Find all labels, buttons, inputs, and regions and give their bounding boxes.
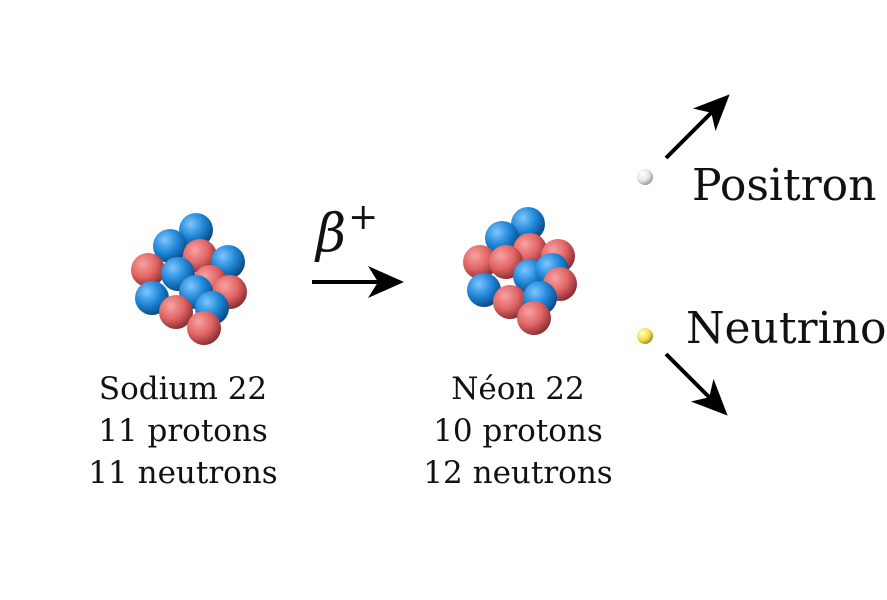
neutrino-particle bbox=[637, 328, 653, 344]
sodium-22-caption: Sodium 22 11 protons 11 neutrons bbox=[53, 368, 313, 494]
neon-22-nucleus bbox=[463, 207, 577, 335]
neutrino-label: Neutrino bbox=[686, 303, 887, 354]
neutron-sphere bbox=[511, 207, 545, 241]
sodium-22-nucleus bbox=[131, 213, 247, 345]
daughter-protons: 10 protons bbox=[433, 413, 603, 449]
proton-sphere bbox=[187, 311, 221, 345]
positron-particle bbox=[637, 169, 653, 185]
neutron-sphere bbox=[179, 213, 213, 247]
parent-name: Sodium 22 bbox=[98, 371, 268, 407]
beta-charge: + bbox=[348, 197, 379, 238]
proton-sphere bbox=[131, 253, 165, 287]
proton-sphere bbox=[493, 285, 527, 319]
positron-label: Positron bbox=[692, 160, 877, 211]
beta-plus-symbol: β+ bbox=[316, 197, 379, 261]
proton-sphere bbox=[463, 245, 497, 279]
daughter-neutrons: 12 neutrons bbox=[423, 455, 613, 491]
proton-sphere bbox=[159, 295, 193, 329]
neon-22-caption: Néon 22 10 protons 12 neutrons bbox=[388, 368, 648, 494]
proton-sphere bbox=[517, 301, 551, 335]
parent-neutrons: 11 neutrons bbox=[88, 455, 278, 491]
daughter-name: Néon 22 bbox=[451, 371, 585, 407]
neutron-sphere bbox=[153, 229, 187, 263]
neutrino-arrow bbox=[664, 352, 728, 416]
parent-protons: 11 protons bbox=[98, 413, 268, 449]
neutron-sphere bbox=[467, 273, 501, 307]
beta-symbol: β bbox=[316, 204, 347, 264]
positron-arrow bbox=[664, 94, 730, 160]
